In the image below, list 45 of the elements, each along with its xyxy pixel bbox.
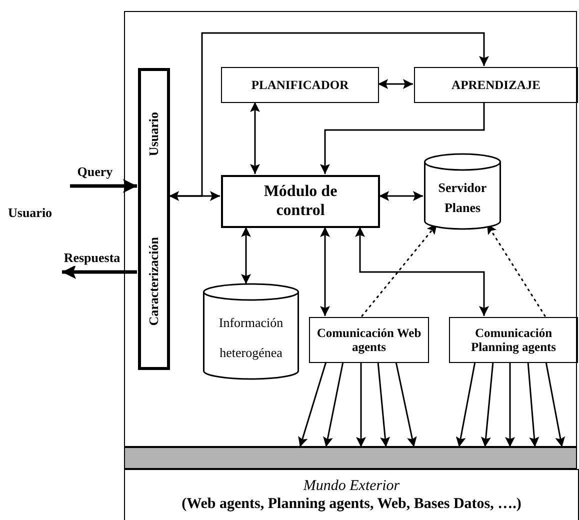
double-arrow bbox=[241, 227, 251, 284]
arrow bbox=[545, 362, 566, 448]
arrow bbox=[62, 265, 137, 279]
node-label: Caracterización bbox=[146, 237, 162, 326]
arrow bbox=[298, 362, 327, 448]
database-cylinder bbox=[424, 154, 501, 229]
node-label: APRENDIZAJE bbox=[452, 78, 540, 92]
node-label: (Web agents, Planning agents, Web, Bases Datos, ….) bbox=[182, 496, 522, 513]
double-arrow bbox=[320, 227, 330, 316]
arrow bbox=[480, 362, 494, 448]
double-arrow bbox=[378, 79, 413, 89]
arrow bbox=[356, 362, 366, 447]
node-label: Módulo de control bbox=[262, 183, 338, 220]
process-box bbox=[449, 317, 578, 363]
node-label: Servidor Planes bbox=[437, 179, 488, 216]
edge-label: Query bbox=[76, 164, 114, 180]
external-world-box bbox=[124, 469, 579, 520]
process-box bbox=[309, 317, 429, 363]
shaded-band bbox=[124, 447, 577, 469]
node-label: Información heterogénea bbox=[218, 314, 284, 362]
node-label: PLANIFICADOR bbox=[251, 78, 349, 92]
node-label: Usuario bbox=[146, 112, 162, 156]
arrow bbox=[505, 362, 515, 447]
arrow bbox=[456, 362, 476, 448]
arrow bbox=[70, 179, 137, 193]
vertical-module-bar bbox=[138, 68, 170, 370]
system-frame bbox=[124, 11, 577, 447]
process-box bbox=[414, 67, 578, 103]
heading: Mundo Exterior bbox=[303, 478, 400, 496]
process-box bbox=[221, 67, 379, 103]
arrow bbox=[323, 362, 344, 448]
double-arrow bbox=[355, 227, 489, 316]
control-box bbox=[221, 175, 380, 228]
node-label: Comunicación Planning agents bbox=[470, 326, 558, 354]
arrow bbox=[169, 32, 489, 197]
double-arrow bbox=[379, 191, 423, 201]
arrow bbox=[527, 362, 540, 448]
arrow bbox=[377, 362, 390, 448]
node-label: Comunicación Web agents bbox=[316, 326, 422, 354]
arrow bbox=[320, 102, 485, 174]
double-arrow bbox=[169, 191, 220, 201]
database-cylinder bbox=[203, 284, 299, 379]
double-arrow bbox=[250, 102, 260, 174]
actor-label: Usuario bbox=[8, 205, 52, 221]
arrow bbox=[395, 362, 417, 448]
